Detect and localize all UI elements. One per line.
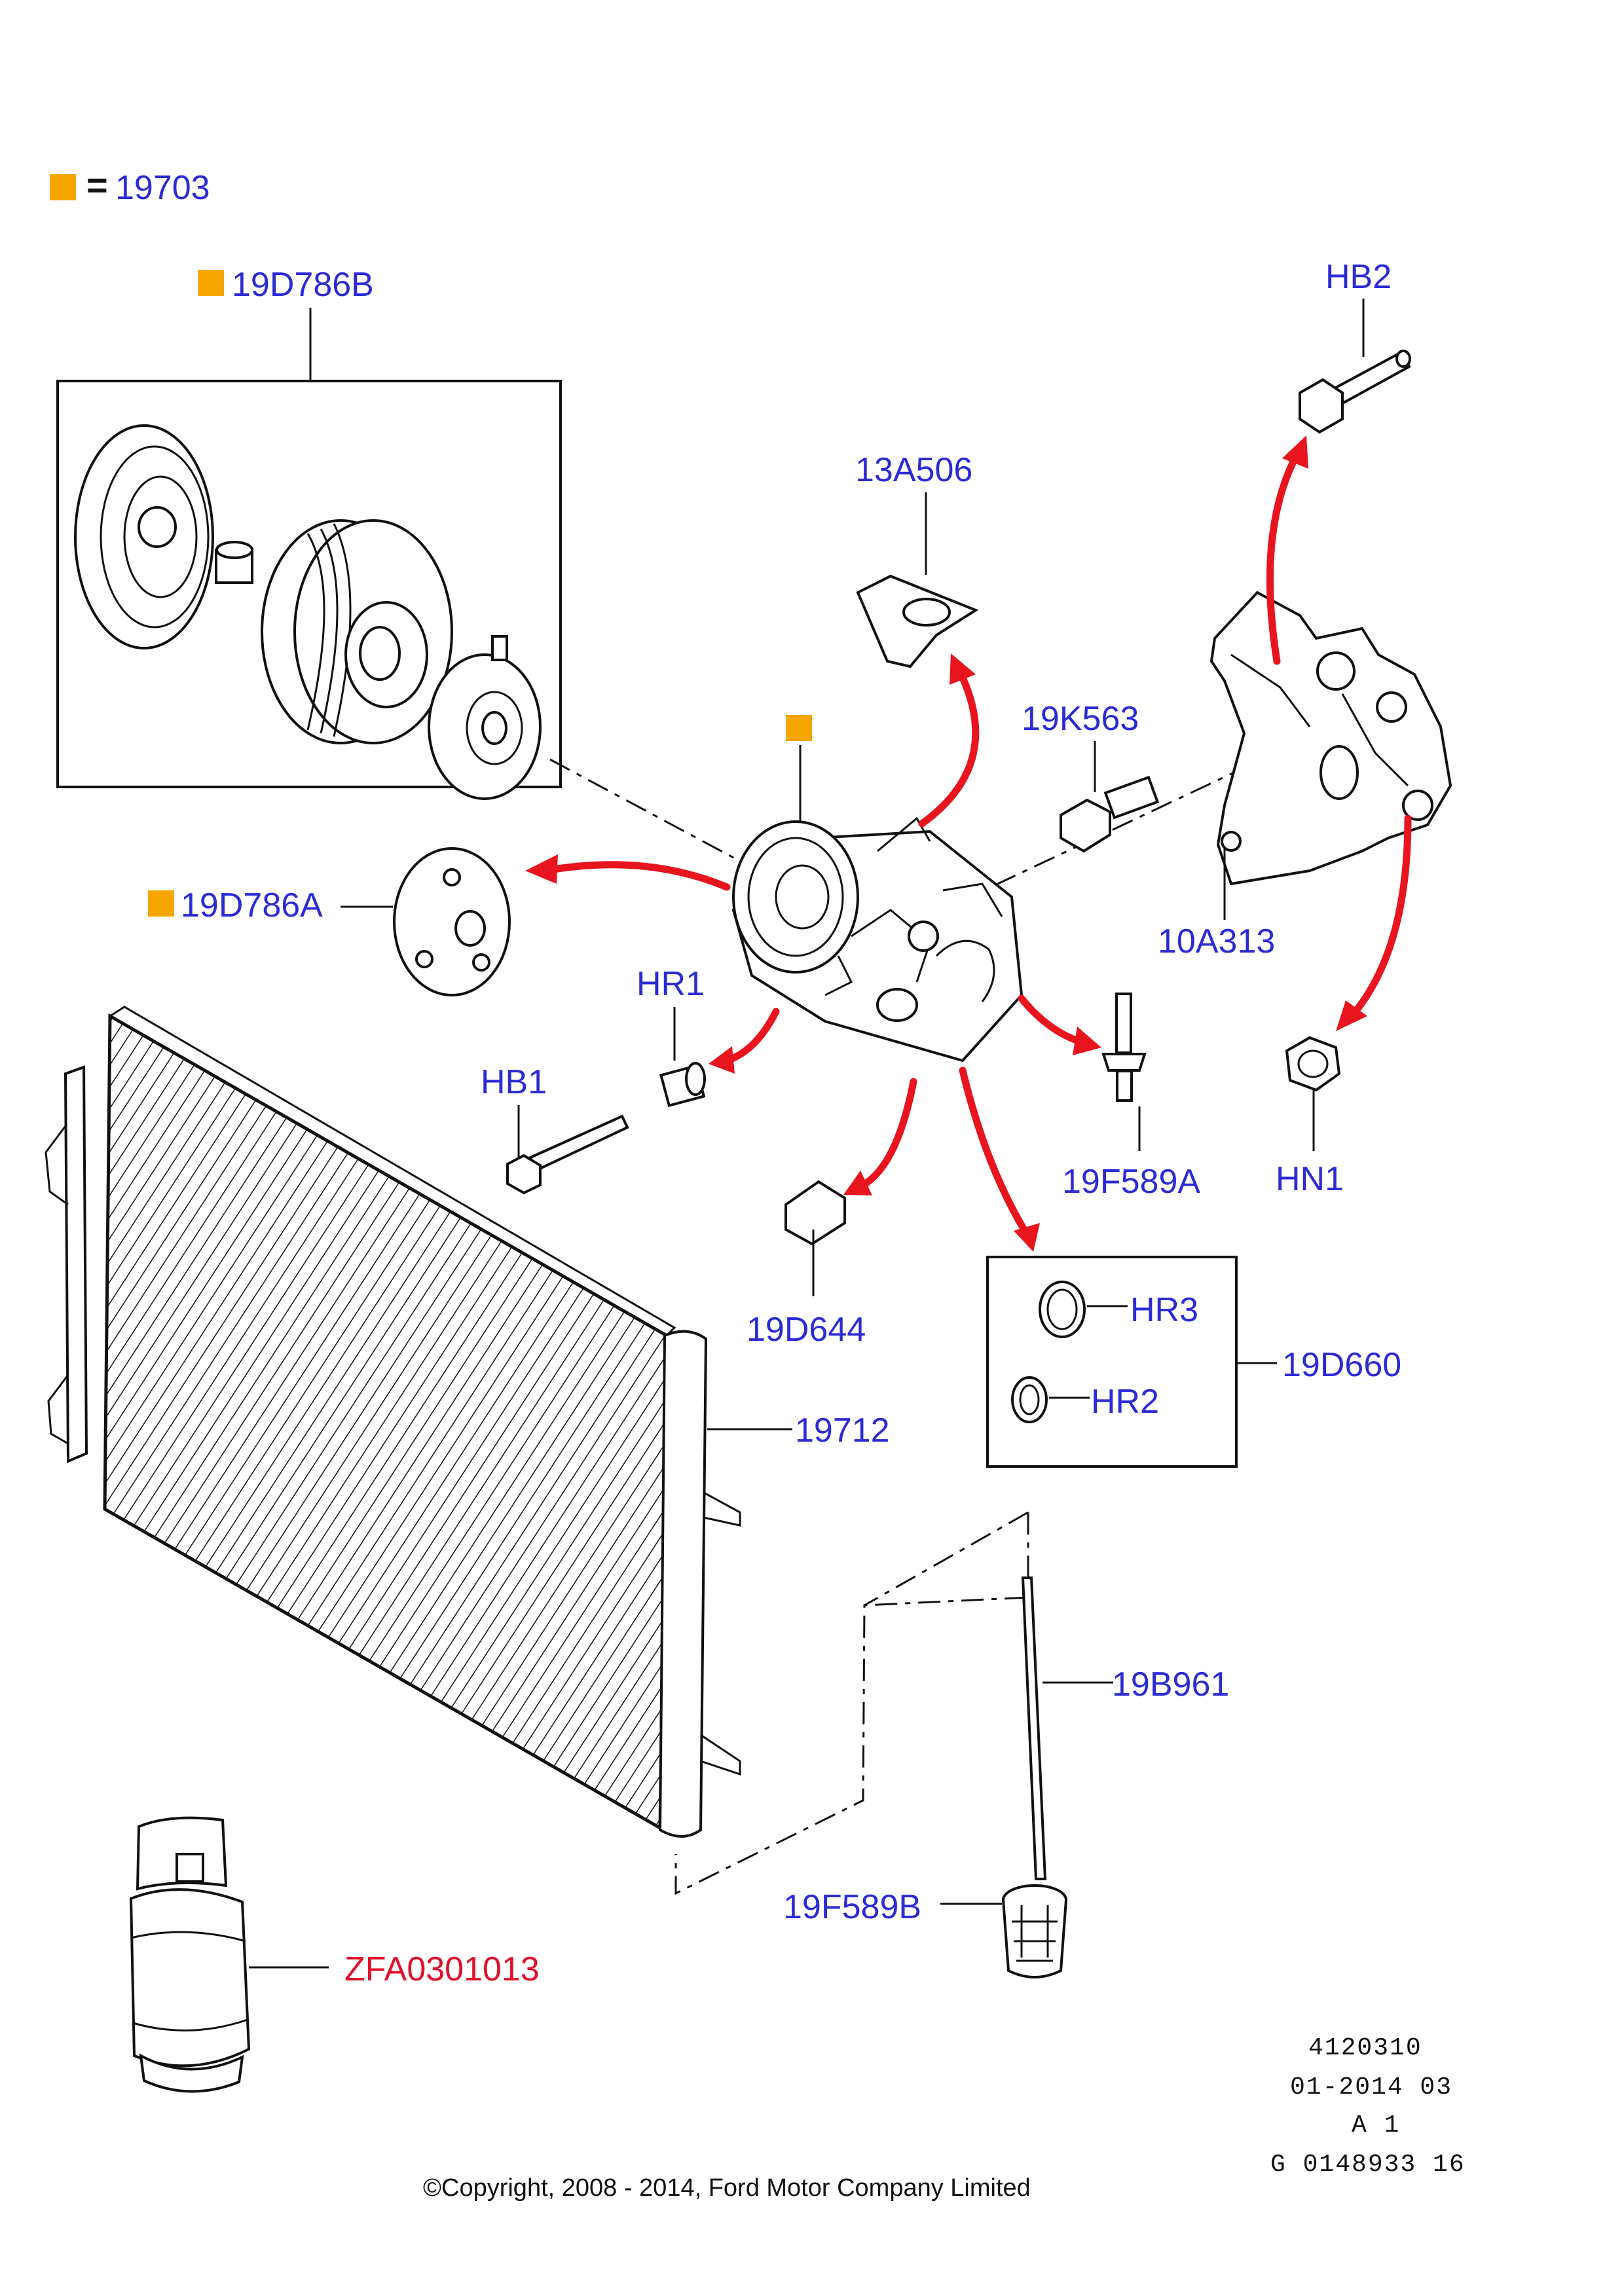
compressor [731,715,1024,1063]
label-ZFA0301013[interactable]: ZFA0301013 [344,1950,540,1988]
label-19D786A[interactable]: 19D786A [181,886,323,924]
part-19B961: 19B961 [1021,1576,1229,1880]
label-HR1[interactable]: HR1 [637,965,705,1003]
oring-kit-box [986,1256,1238,1468]
drawing-metadata: 4120310 01-2014 03 A 1 G 0148933 16 [1270,2034,1466,2179]
label-19B961[interactable]: 19B961 [1112,1666,1229,1704]
part-19D786A: 19D786A [148,847,511,996]
condenser-19712: 19712 [45,1006,890,1838]
part-HB2: HB2 [1299,258,1411,434]
label-13A506[interactable]: 13A506 [855,451,972,489]
label-HR2[interactable]: HR2 [1091,1383,1159,1421]
part-HR1: HR1 [637,965,706,1108]
label-19F589A[interactable]: 19F589A [1062,1163,1200,1201]
label-HR3[interactable]: HR3 [1130,1291,1198,1329]
arrow-to-19D786A [549,861,731,891]
part-19F589B: 19F589B [783,1884,1067,1978]
legend: = 19703 [50,164,210,207]
clutch-spacer [215,541,253,584]
arrow-to-19D644 [859,1078,917,1189]
part-ZFA0301013: ZFA0301013 [129,1816,540,2093]
label-10A313[interactable]: 10A313 [1158,922,1275,960]
label-19K563[interactable]: 19K563 [1022,700,1139,738]
assembly-arrows [525,435,1412,1252]
clutch-assembly-group: 19D786B [56,266,562,800]
clutch-assembly-box [56,380,562,788]
part-19D644: 19D644 [747,1180,866,1349]
legend-marker [50,174,76,200]
label-19712[interactable]: 19712 [795,1412,890,1449]
meta-line-4: G 0148933 16 [1270,2151,1466,2179]
label-HN1[interactable]: HN1 [1276,1160,1344,1198]
label-19F589B[interactable]: 19F589B [783,1888,921,1926]
meta-line-2: 01-2014 03 [1290,2073,1452,2102]
legend-marker [198,270,224,296]
part-HB1: HB1 [481,1063,629,1195]
arrow-to-13A506 [918,674,980,828]
meta-line-1: 4120310 [1308,2034,1422,2062]
part-19F589A: 19F589A [1062,993,1200,1201]
copyright: ©Copyright, 2008 - 2014, Ford Motor Comp… [423,2174,1031,2202]
arrow-to-HR1 [723,1008,780,1065]
label-19D660[interactable]: 19D660 [1282,1346,1401,1384]
part-13A506: 13A506 [855,451,979,668]
label-19D786B[interactable]: 19D786B [232,266,374,304]
part-10A313: 10A313 [1158,591,1452,960]
meta-line-3: A 1 [1352,2111,1400,2140]
part-19D660: HR3 HR2 19D660 [986,1256,1401,1468]
arrow-to-HB2 [1266,458,1297,665]
clutch-coil [428,635,542,800]
label-HB1[interactable]: HB1 [481,1063,547,1101]
clutch-plate [74,424,214,649]
label-19D644[interactable]: 19D644 [747,1311,866,1349]
clutch-pulley [261,519,453,744]
legend-code[interactable]: 19703 [115,169,210,207]
part-HN1: HN1 [1276,1036,1344,1198]
arrow-to-19D660 [959,1066,1029,1235]
legend-marker [148,890,174,917]
arrow-to-HN1 [1352,814,1412,1015]
part-19K563: 19K563 [1022,700,1160,853]
legend-marker [786,715,812,741]
label-HB2[interactable]: HB2 [1325,258,1392,296]
legend-equals: = [86,164,108,206]
arrow-to-19F589A [1018,994,1086,1046]
